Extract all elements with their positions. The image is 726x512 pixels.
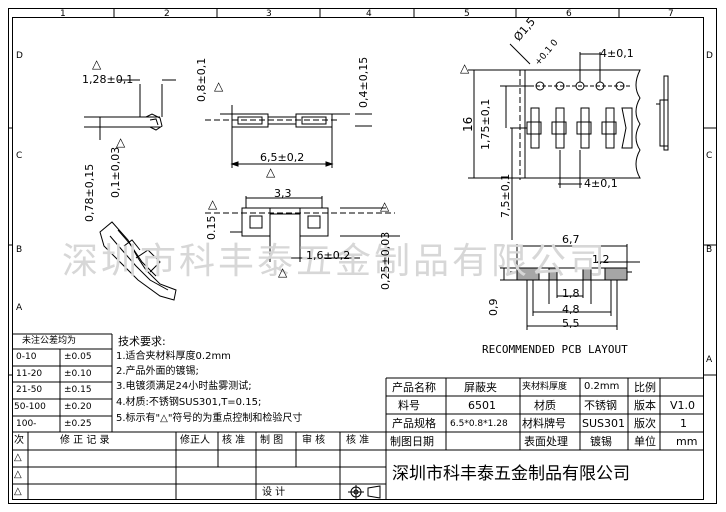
dim-1-28: 1,28±0,1 [82,73,134,86]
tech-item: 5.标示有"△"符号的为重点控制和检验尺寸 [116,413,303,424]
pitch-top: 4±0,1 [600,47,634,60]
tech-item: 3.电镀须满足24小时盐雾测试; [116,381,252,392]
product-name-value: 屏蔽夹 [464,381,497,394]
tol-range: 50-100 [14,402,46,412]
grade-label: 材料牌号 [522,417,566,430]
tol-range: 11-20 [16,369,43,379]
drawing-date-label: 制图日期 [390,435,434,448]
grid-col-2: 2 [164,9,170,19]
rev-col-check: 核 准 [222,435,246,446]
unit-value: mm [676,435,698,448]
grid-row-c: C [16,151,23,161]
layout-4-8: 4,8 [562,303,580,316]
dim-7-5: 7,5±0,1 [499,173,512,218]
rev-mark: △ [14,486,22,497]
tol-value: ±0.10 [64,369,92,379]
material-value: 不锈钢 [584,399,617,412]
grid-row-a: A [16,303,23,313]
grid-col-4: 4 [366,9,372,19]
grid-col-7: 7 [668,9,674,19]
tri-mark: △ [266,165,276,179]
part-no-value: 6501 [468,399,496,412]
dim-0-25: 0,25±0,03 [379,231,392,290]
pcb-layout-title: RECOMMENDED PCB LAYOUT [482,343,628,356]
grid-row-b: B [16,245,23,255]
tol-range: 21-50 [16,385,43,395]
grid-row-a-right: A [706,355,713,365]
grid-col-6: 6 [566,9,572,19]
grid-row-c-right: C [706,151,713,161]
dim-0-8: 0,8±0,1 [195,57,208,102]
design-label: 设 计 [262,487,286,498]
tol-range: 100- [16,419,37,429]
tri-mark: △ [208,197,218,211]
watermark: 深圳市科丰泰五金制品有限公司 [62,241,609,282]
rev-col-review: 审 核 [302,435,326,446]
dim-0-78: 0,78±0,15 [83,163,96,222]
spec-value: 6.5*0.8*1.28 [450,419,508,429]
rev-col-fixer: 修正人 [180,435,210,446]
tech-item: 1.适合夹材料厚度0.2mm [116,351,231,362]
version-value: V1.0 [670,399,696,412]
grid-col-1: 1 [60,9,66,19]
dim-3-3: 3,3 [274,187,292,200]
product-name-label: 产品名称 [392,381,436,394]
tri-mark: △ [278,265,288,279]
tol-value: ±0.15 [64,385,92,395]
tech-item: 4.材质:不锈钢SUS301,T=0.15; [116,397,262,408]
grid-row-d-right: D [706,51,713,61]
company-name: 深圳市科丰泰五金制品有限公司 [392,464,630,484]
tech-item: 2.产品外面的镀锡; [116,366,199,377]
pitch-bottom: 4±0,1 [584,177,618,190]
tol-range: 0-10 [16,352,37,362]
tri-mark: △ [460,61,470,75]
surface-value: 镀锡 [590,435,612,448]
revision-label: 版次 [634,417,656,430]
tolerance-header: 未注公差均为 [22,336,77,346]
layout-6-7: 6,7 [562,233,580,246]
tol-value: ±0.20 [64,402,92,412]
layout-5-5: 5,5 [562,317,580,330]
revision-value: 1 [680,417,687,430]
dim-1-6: 1,6±0,2 [306,249,351,262]
material-label: 材质 [534,399,556,412]
grid-row-b-right: B [706,245,713,255]
rev-col-record: 修 正 记 录 [60,435,110,446]
tri-mark: △ [116,135,126,149]
tri-mark: △ [92,57,102,71]
dim-0-4: 0,4±0,15 [357,56,370,108]
surface-label: 表面处理 [524,435,568,448]
rev-mark: △ [14,452,22,463]
tol-value: ±0.05 [64,352,92,362]
dim-6-5: 6,5±0,2 [260,151,305,164]
grid-col-3: 3 [266,9,272,19]
tri-mark: △ [380,199,390,213]
layout-0-9: 0,9 [487,298,500,317]
tol-value: ±0.25 [64,419,92,429]
clip-thickness-label: 夹材料厚度 [522,382,568,392]
dim-0-15: 0.15 [205,215,218,241]
grid-row-d: D [16,51,23,61]
rev-mark: △ [14,469,22,480]
rev-col-approve: 核 准 [346,435,370,446]
rev-col-draw: 制 图 [260,435,284,446]
part-no-label: 料号 [398,399,420,412]
tri-mark: △ [214,79,224,93]
rev-col-index: 次 [14,435,24,446]
version-label: 版本 [634,399,656,412]
spec-label: 产品规格 [392,417,436,430]
clip-thickness-value: 0.2mm [584,381,620,392]
layout-1-8: 1,8 [562,287,580,300]
unit-label: 单位 [634,435,656,448]
grade-value: SUS301 [582,417,626,430]
tech-title: 技术要求: [118,335,166,348]
scale-label: 比例 [634,381,656,394]
dim-1-75: 1,75±0,1 [479,98,492,150]
tape-width-16: 16 [461,116,475,132]
grid-col-5: 5 [464,9,470,19]
layout-1-2: 1,2 [592,253,610,266]
dim-0-1: 0,1±0,03 [109,146,122,198]
